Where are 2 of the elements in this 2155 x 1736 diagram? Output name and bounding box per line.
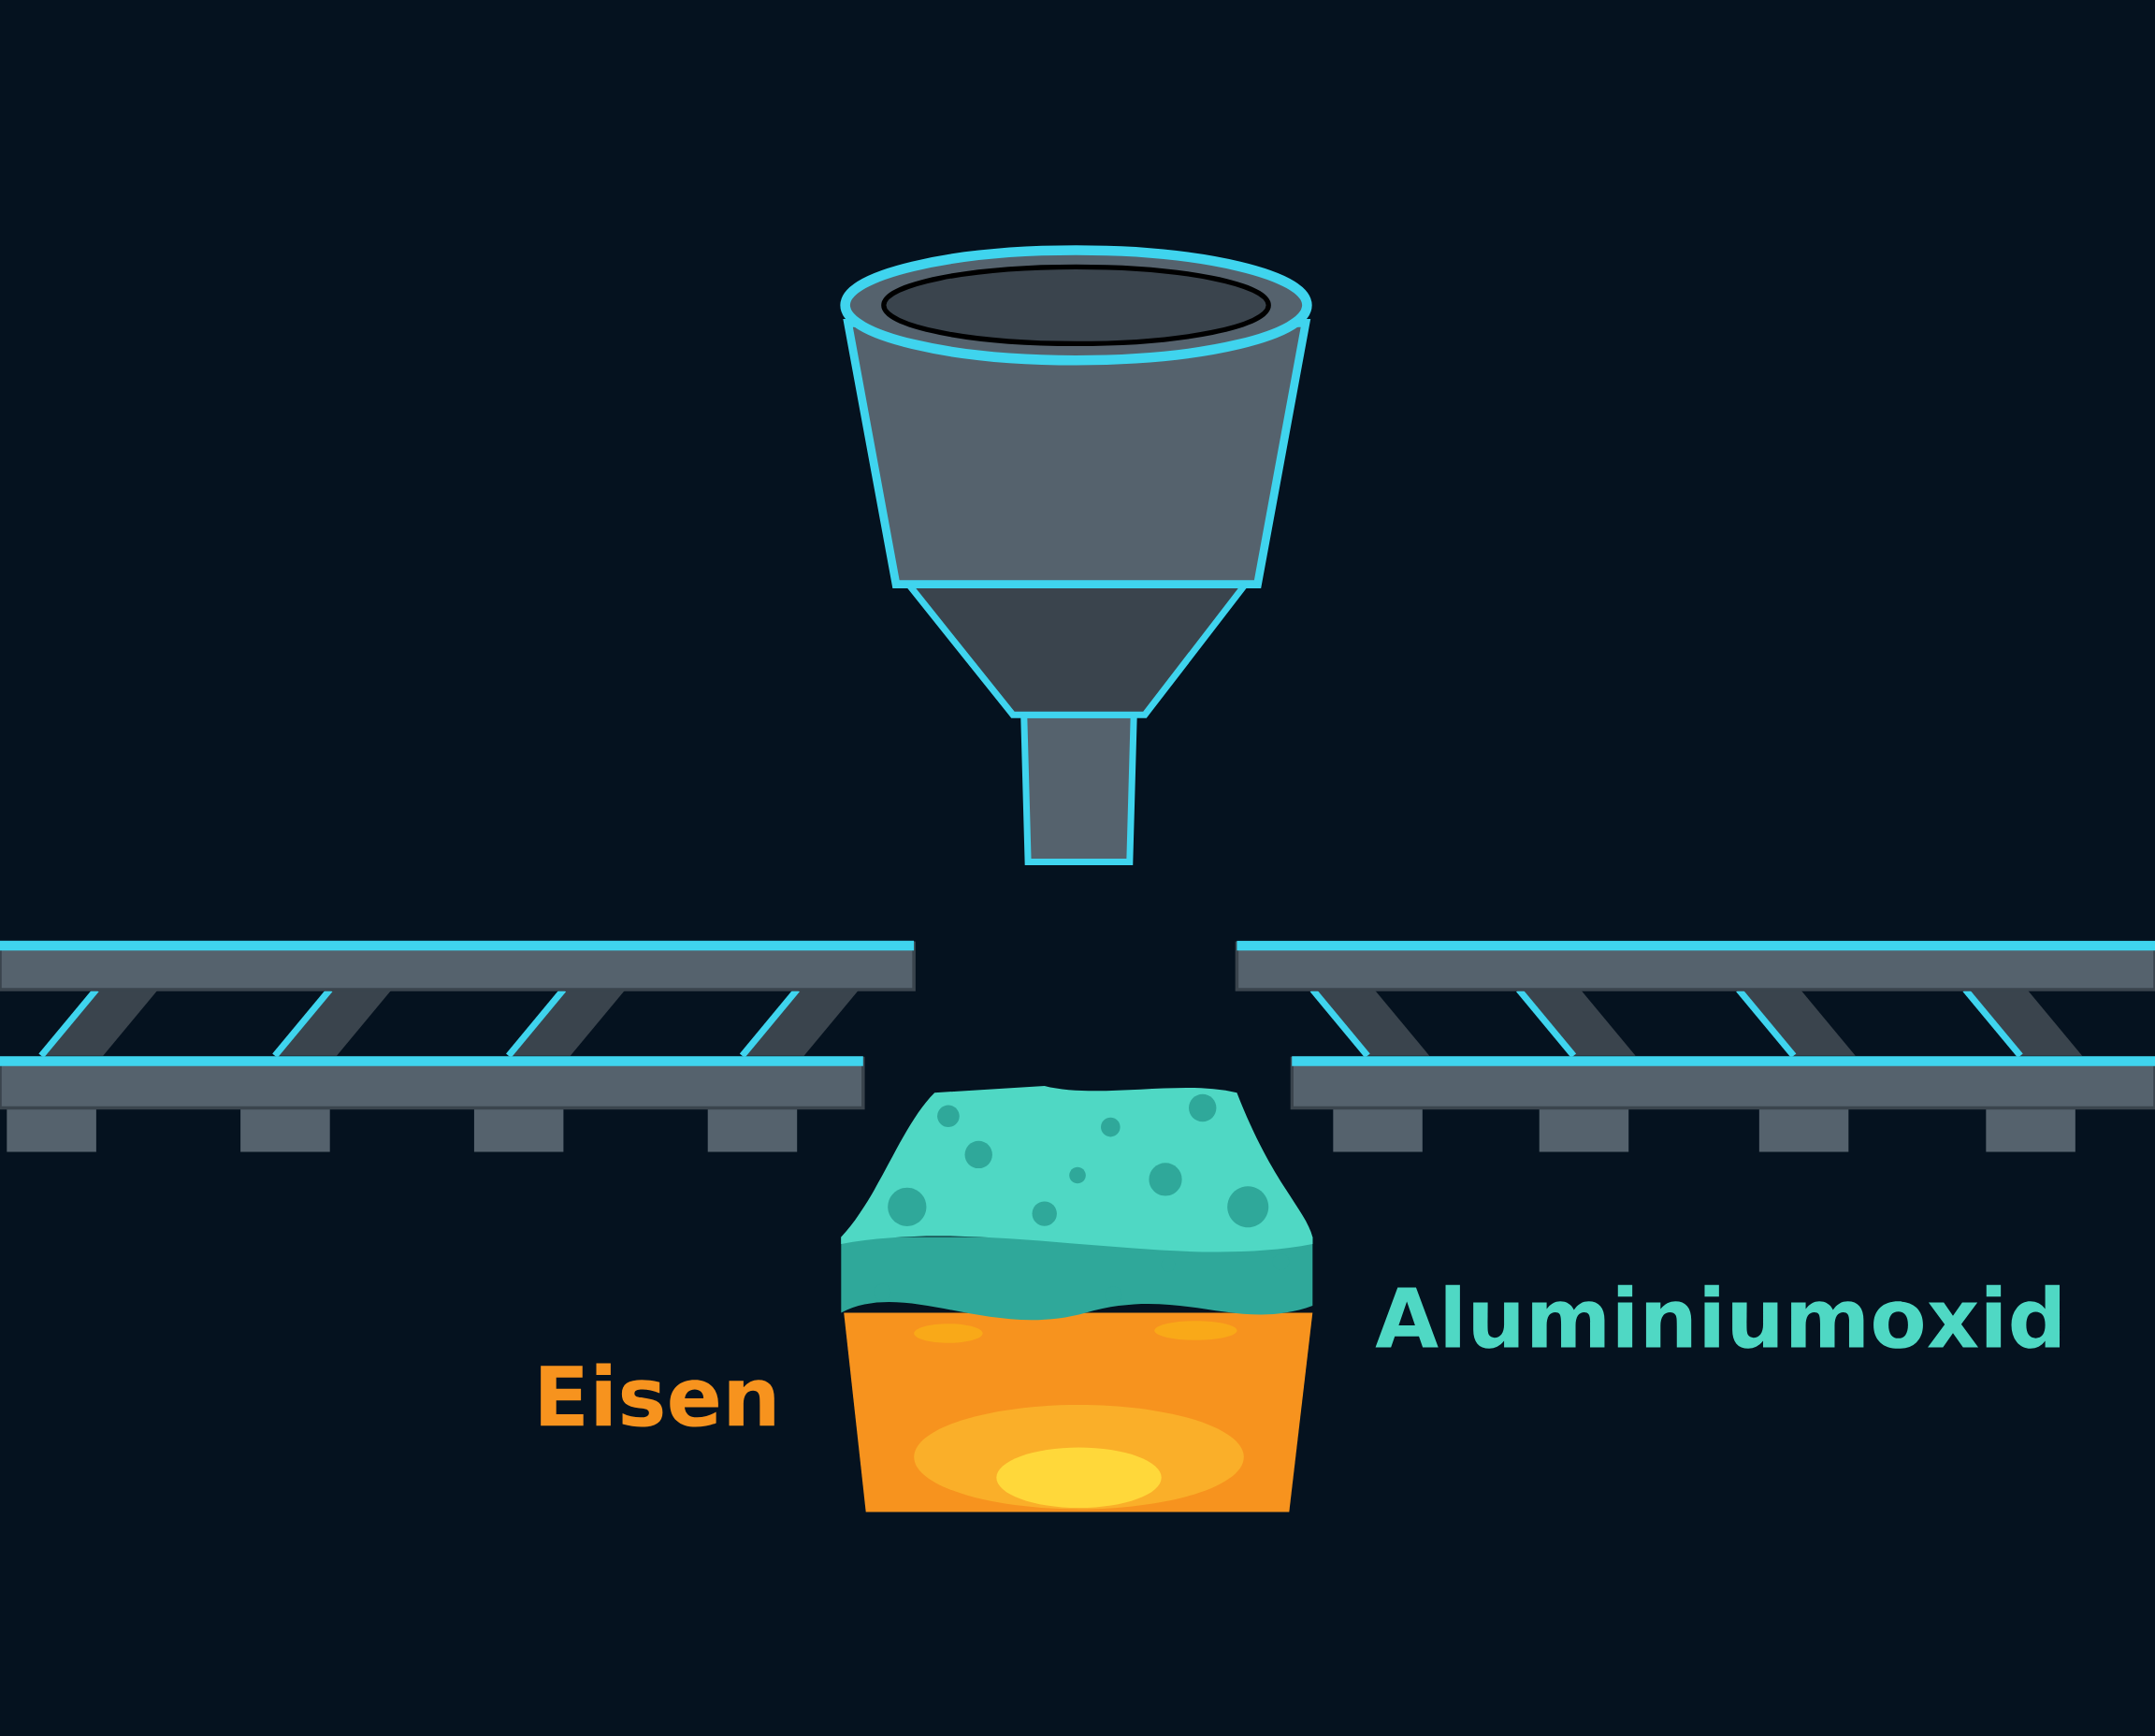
material-label: Eisen (541, 1363, 774, 1427)
material-label: Aluminiumoxid (1375, 1284, 2061, 1349)
